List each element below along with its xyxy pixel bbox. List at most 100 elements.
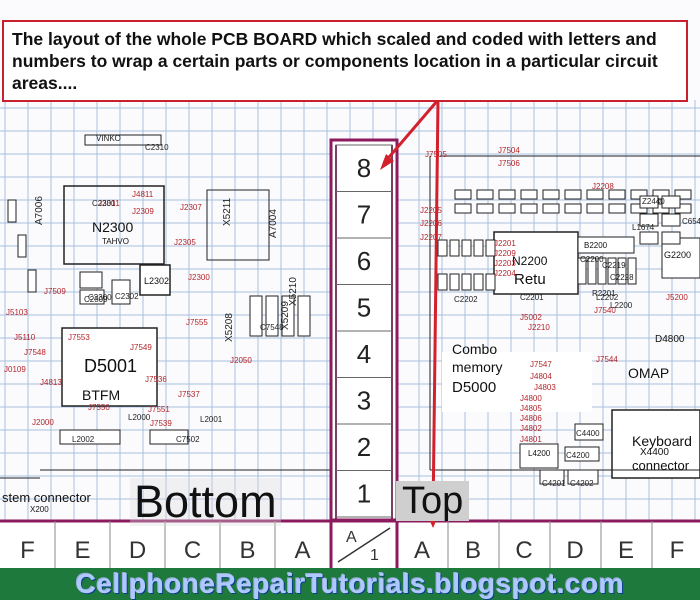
smd-part xyxy=(586,189,604,200)
smd-part xyxy=(597,257,607,285)
smd-part xyxy=(485,239,496,257)
connector-part xyxy=(281,295,295,337)
smd-part xyxy=(639,231,659,245)
component-label-right: J2208 xyxy=(592,182,614,191)
row-index-column-bg xyxy=(331,140,397,520)
row-number-6: 6 xyxy=(357,246,371,276)
component-label-left: J2000 xyxy=(32,418,54,427)
component-label-left: C2300 xyxy=(88,293,112,302)
component-label-left: C7502 xyxy=(176,435,200,444)
smd-part xyxy=(476,189,494,200)
smd-part xyxy=(476,203,494,214)
chip-ref-left: N2300 xyxy=(92,219,133,235)
c2309-part xyxy=(79,289,105,305)
smd-part xyxy=(627,257,637,285)
chip-ref-right: D4800 xyxy=(655,334,685,345)
system-connector-label: stem connector X200 xyxy=(2,490,91,514)
component-label-left: J2301 xyxy=(98,199,120,208)
chip-ref-right: L4200 xyxy=(528,449,551,458)
smd-part xyxy=(661,213,681,227)
component-label-left: J5110 xyxy=(14,333,36,342)
row-number-8: 8 xyxy=(357,153,371,183)
chip-name-left: TAHVO xyxy=(102,237,129,246)
component-label-left: X5211 xyxy=(222,197,233,226)
component-label-left: J2305 xyxy=(174,238,196,247)
smd-part xyxy=(454,189,472,200)
component-label-left: C2309 xyxy=(84,295,108,304)
g2200-part xyxy=(661,237,700,279)
smd-part xyxy=(639,213,659,227)
component-label-right: C2219 xyxy=(602,261,626,270)
component-label-left: J4813 xyxy=(40,378,62,387)
smd-part xyxy=(608,189,626,200)
smd-part xyxy=(542,203,560,214)
l2001-part xyxy=(59,429,121,445)
component-label-right: C4400 xyxy=(576,429,600,438)
component-label-right: J4800 xyxy=(520,394,542,403)
smd-part xyxy=(564,203,582,214)
connector-part xyxy=(249,295,263,337)
keyboard-connector-block xyxy=(611,409,700,479)
chip-name-right: OMAP xyxy=(628,365,669,381)
chip-name-right: memory xyxy=(452,359,503,375)
row-cell xyxy=(335,470,393,518)
smd-part xyxy=(564,189,582,200)
component-label-left: A7004 xyxy=(268,209,279,238)
corner-label-bottom: 1 xyxy=(370,547,379,564)
vinko-block xyxy=(84,134,162,146)
smd-part xyxy=(586,203,604,214)
corner-label-top: A xyxy=(346,529,357,546)
component-label-right: L2202 xyxy=(596,293,619,302)
smd-part xyxy=(608,203,626,214)
column-index-strip-bg xyxy=(0,520,700,568)
bottom-side-label: Bottom xyxy=(130,478,281,526)
smd-part xyxy=(449,239,460,257)
corner-diagonal xyxy=(337,527,391,563)
retu-block xyxy=(493,231,579,295)
component-label-right: C4202 xyxy=(570,479,594,488)
smd-part xyxy=(542,189,560,200)
bottom-column-E: E xyxy=(74,537,90,564)
component-label-right: J7540 xyxy=(594,306,616,315)
component-label-right: J2204 xyxy=(494,269,516,278)
smd-part xyxy=(607,257,617,285)
component-label-left: J7539 xyxy=(150,419,172,428)
component-label-right: C2201 xyxy=(520,293,544,302)
component-label-left: J7537 xyxy=(178,390,200,399)
top-column-C: C xyxy=(515,537,532,564)
smd-part xyxy=(617,257,627,285)
component-label-left: J7509 xyxy=(44,287,66,296)
component-label-left: J2309 xyxy=(132,207,154,216)
component-label-right: J2205 xyxy=(420,206,442,215)
smd-part xyxy=(473,239,484,257)
smd-part xyxy=(520,189,538,200)
tahvo-block xyxy=(63,185,165,265)
chip-name-right: Combo xyxy=(452,341,497,357)
component-label-left: C2310 xyxy=(145,143,169,152)
side-part xyxy=(7,199,17,223)
smd-part xyxy=(639,195,659,209)
component-label-left: J7551 xyxy=(148,405,170,414)
chip-ref-right: B2200 xyxy=(584,241,608,250)
row-number-1: 1 xyxy=(357,479,371,509)
footer-bar xyxy=(0,568,700,600)
component-label-left: J2050 xyxy=(230,356,252,365)
c7502-block xyxy=(206,189,270,261)
smd-part xyxy=(461,239,472,257)
chip-name-right: Retu xyxy=(514,271,546,288)
component-label-right: C2228 xyxy=(610,273,634,282)
bottom-column-F: F xyxy=(20,537,35,564)
component-label-left: J7548 xyxy=(24,348,46,357)
component-label-left: A7006 xyxy=(34,196,45,225)
chip-ref-right: N2200 xyxy=(512,254,548,268)
component-label-right: J2206 xyxy=(420,219,442,228)
row-number-3: 3 xyxy=(357,386,371,416)
smd-part xyxy=(652,189,670,200)
chip-ref-left: L2302 xyxy=(144,276,169,286)
bottom-column-C: C xyxy=(184,537,201,564)
smd-part xyxy=(498,203,516,214)
component-label-right: J4801 xyxy=(520,435,542,444)
component-label-left: L2000 xyxy=(128,413,151,422)
explanation-callout: The layout of the whole PCB BOARD which … xyxy=(2,20,688,102)
